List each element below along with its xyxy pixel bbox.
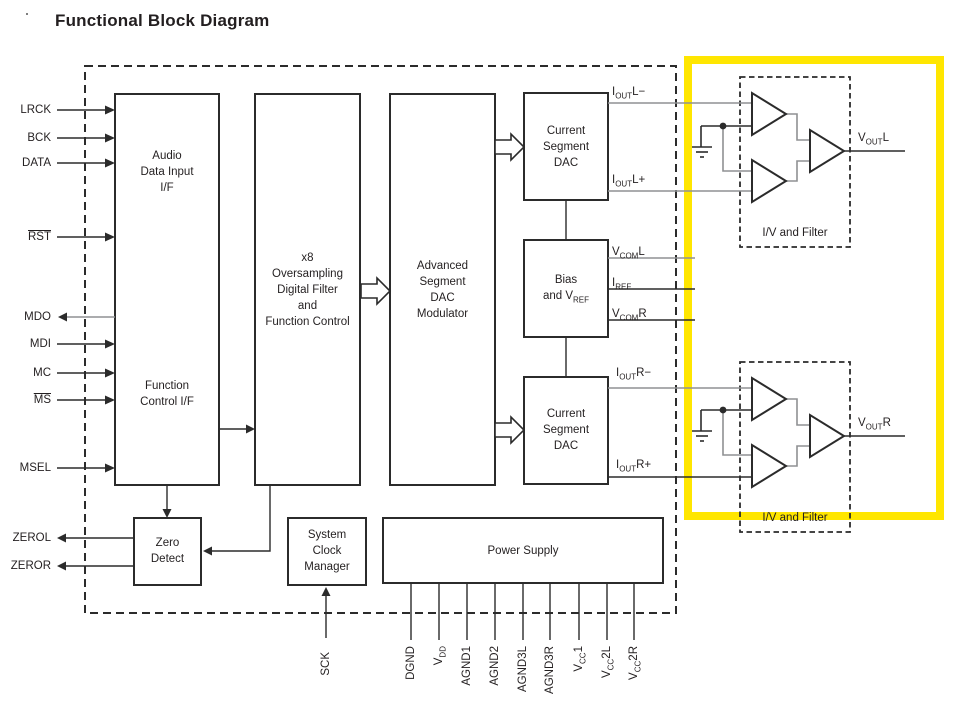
pin-label-mc: MC bbox=[33, 367, 51, 379]
iv-filter-box-left bbox=[739, 76, 851, 248]
bus-arrow-to-dac-l bbox=[494, 132, 526, 162]
audio-input-block-label: Audio Data Input I/F bbox=[140, 150, 194, 194]
highlight-box bbox=[684, 56, 944, 520]
pin-label-bck: BCK bbox=[27, 132, 51, 144]
opamp-icon-l1 bbox=[751, 91, 788, 137]
current-dac-l-rect bbox=[523, 92, 609, 201]
power-supply-rect bbox=[382, 517, 664, 584]
pin-label-mdi: MDI bbox=[29, 338, 51, 350]
junction-dot-right bbox=[719, 406, 727, 414]
ground-icon-left bbox=[692, 126, 712, 158]
audio-function-block-rect bbox=[114, 93, 220, 486]
pin-label-mdo: MDO bbox=[24, 311, 51, 323]
opamp-icon-r1 bbox=[751, 376, 788, 422]
iv-filter-box-right bbox=[739, 361, 851, 533]
pin-label-agnd3r: AGND3R bbox=[544, 646, 556, 694]
pin-label-sck: SCK bbox=[320, 652, 332, 676]
signal-label-vcom-l: VCOML bbox=[612, 246, 645, 261]
opamp-icon-r3 bbox=[809, 413, 846, 459]
zero-detect-rect bbox=[133, 517, 202, 586]
chip-boundary bbox=[84, 65, 677, 614]
block-rects bbox=[114, 92, 664, 586]
opamp-icon-l2 bbox=[751, 158, 788, 204]
current-dac-l-label: Current Segment DAC bbox=[542, 125, 590, 169]
bias-block-label: Bias and VREF bbox=[542, 274, 590, 305]
signal-label-vcom-r: VCOMR bbox=[612, 308, 647, 323]
signal-label-iout-r-plus: IOUTR+ bbox=[616, 459, 652, 474]
pin-label-msel: MSEL bbox=[19, 462, 51, 474]
oversampling-block-label: x8 Oversampling Digital Filter and Funct… bbox=[265, 252, 350, 328]
signal-label-iout-r-minus: IOUTR− bbox=[616, 367, 652, 382]
power-supply-label: Power Supply bbox=[487, 545, 559, 557]
pin-label-vcc2r: VCC2R bbox=[628, 646, 643, 680]
signal-label-iout-l-minus: IOUTL− bbox=[612, 86, 646, 101]
opamp-icon-l3 bbox=[809, 128, 846, 174]
print-artifact-dot bbox=[26, 13, 28, 15]
pin-label-vcc1: VCC1 bbox=[573, 646, 588, 672]
arrowheads bbox=[57, 105, 331, 596]
signal-wires-dark bbox=[57, 109, 905, 640]
oversampling-block-rect bbox=[254, 93, 361, 486]
pin-label-data: DATA bbox=[22, 157, 51, 169]
ground-icon-right bbox=[692, 410, 712, 442]
iv-filter-bottom-label: I/V and Filter bbox=[762, 512, 828, 524]
pin-label-vcc2l: VCC2L bbox=[601, 646, 616, 679]
current-dac-r-label: Current Segment DAC bbox=[542, 408, 590, 452]
pin-label-zerol: ZEROL bbox=[12, 532, 51, 544]
bus-arrow-filter-to-modulator bbox=[360, 276, 392, 306]
system-clock-rect bbox=[287, 517, 367, 586]
signal-label-vout-r: VOUTR bbox=[858, 417, 891, 432]
opamp-icon-r2 bbox=[751, 443, 788, 489]
system-clock-label: System Clock Manager bbox=[304, 529, 350, 573]
modulator-block-rect bbox=[389, 93, 496, 486]
zero-detect-label: Zero Detect bbox=[150, 537, 185, 565]
page-title: Functional Block Diagram bbox=[55, 11, 270, 30]
bus-arrow-to-dac-r bbox=[494, 415, 526, 445]
pin-label-dgnd: DGND bbox=[405, 646, 417, 680]
pin-label-lrck: LRCK bbox=[20, 104, 51, 116]
pin-label-agnd3l: AGND3L bbox=[517, 646, 529, 693]
signal-wires-gray bbox=[66, 102, 810, 467]
pin-label-agnd1: AGND1 bbox=[461, 646, 473, 686]
pin-label-zeror: ZEROR bbox=[10, 560, 51, 572]
junction-dot-left bbox=[719, 122, 727, 130]
signal-label-vout-l: VOUTL bbox=[858, 132, 889, 147]
pin-label-ms: MS bbox=[33, 394, 51, 406]
pin-label-rst: RST bbox=[28, 231, 51, 243]
modulator-block-label: Advanced Segment DAC Modulator bbox=[416, 260, 469, 320]
opamp-icons bbox=[751, 91, 846, 489]
bus-arrows bbox=[360, 132, 526, 445]
signal-label-iref: IREF bbox=[612, 277, 632, 292]
current-dac-r-rect bbox=[523, 376, 609, 485]
pin-label-agnd2: AGND2 bbox=[489, 646, 501, 686]
pin-label-vdd: VDD bbox=[433, 646, 448, 666]
iv-filter-top-label: I/V and Filter bbox=[762, 227, 828, 239]
function-control-block-label: Function Control I/F bbox=[140, 380, 194, 408]
signal-label-iout-l-plus: IOUTL+ bbox=[612, 174, 646, 189]
